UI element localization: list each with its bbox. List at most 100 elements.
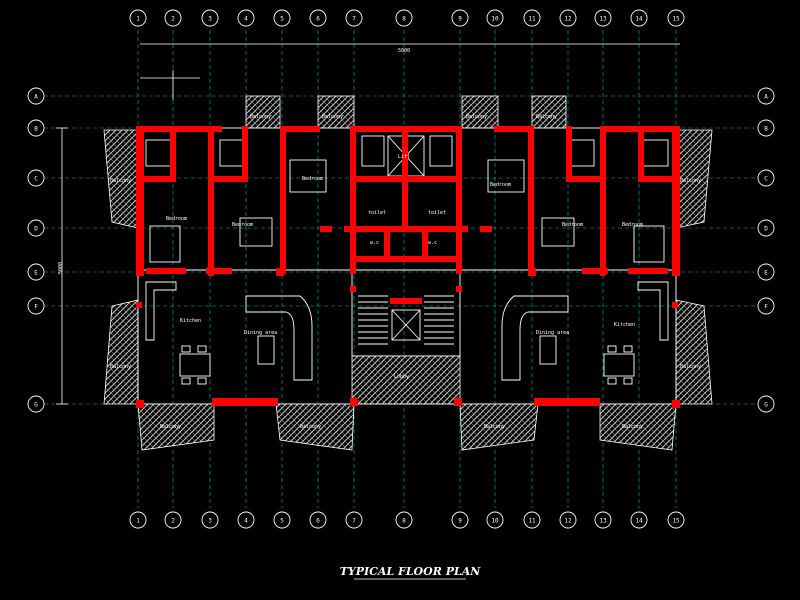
label-balcony-side-3: Balcony <box>680 178 701 184</box>
grid-bubble-col: 8 <box>395 9 413 27</box>
grid-bubble-label: G <box>34 402 38 409</box>
grid-bubble-label: F <box>764 304 768 311</box>
grid-bubble-label: 1 <box>136 16 140 23</box>
label-bedroom-center-right: Bedroom <box>490 182 511 188</box>
grid-bubble-row: B <box>757 119 775 137</box>
label-bedroom-right: Bedroom <box>562 222 583 228</box>
label-balcony-bottom-4: Balcony <box>622 424 643 430</box>
grid-bubble-row: C <box>27 169 45 187</box>
bed-left-2 <box>239 217 273 247</box>
label-balcony-bottom-2: Balcony <box>300 424 321 430</box>
grid-bubble-col: 15 <box>667 511 685 529</box>
grid-bubble-label: 13 <box>599 16 607 23</box>
grid-bubble-col: 4 <box>237 511 255 529</box>
grid-bubble-row: E <box>757 263 775 281</box>
grid-bubble-label: 13 <box>599 518 607 525</box>
balconies <box>103 95 713 451</box>
red-walls <box>136 126 680 408</box>
grid-bubble-label: 9 <box>458 16 462 23</box>
grid-bubble-col: 1 <box>129 9 147 27</box>
sofa-left <box>245 295 313 381</box>
grid-bubble-col: 9 <box>451 9 469 27</box>
grid-bubble-label: 4 <box>244 518 248 525</box>
stair-right <box>424 295 454 345</box>
grid-bubble-row: F <box>27 297 45 315</box>
label-balcony-top-3: Balcony <box>466 114 487 120</box>
bed-left-1 <box>149 225 181 263</box>
grid-bubble-row: A <box>27 87 45 105</box>
grid-bubble-label: 3 <box>208 518 212 525</box>
sofa-right <box>501 295 569 381</box>
grid-bubble-label: 2 <box>171 16 175 23</box>
grid-bubble-col: 5 <box>273 9 291 27</box>
lobby-hatch <box>351 355 461 405</box>
grid-bubble-col: 11 <box>523 511 541 529</box>
balcony-top-4 <box>531 95 567 129</box>
bed-center-right <box>487 159 525 193</box>
grid-bubble-label: F <box>34 304 38 311</box>
label-lift: Lift <box>398 154 410 160</box>
label-bedroom-left-2: Bedroom <box>232 222 253 228</box>
stair-left <box>358 295 388 345</box>
grid-bubble-label: B <box>764 126 768 133</box>
dining-table-left <box>179 353 211 377</box>
grid-bubble-row: D <box>757 219 775 237</box>
bed-right-1 <box>541 217 575 247</box>
balcony-top-1 <box>245 95 281 129</box>
label-balcony-bottom-1: Balcony <box>160 424 181 430</box>
grid-bubble-label: E <box>764 270 768 277</box>
grid-bubble-label: 11 <box>528 16 536 23</box>
grid-bubble-label: G <box>764 402 768 409</box>
label-bedroom-right-2: Bedroom <box>622 222 643 228</box>
label-wc-right: w.c <box>428 240 437 246</box>
label-balcony-side-4: Balcony <box>680 364 701 370</box>
grid-bubble-label: 4 <box>244 16 248 23</box>
grid-bubble-col: 7 <box>345 511 363 529</box>
grid-bubble-label: 15 <box>672 518 680 525</box>
grid-bubble-label: 10 <box>491 518 499 525</box>
grid-bubble-label: 15 <box>672 16 680 23</box>
grid-bubble-label: D <box>34 226 38 233</box>
dimension-lines <box>56 43 680 405</box>
label-balcony-side-1: Balcony <box>110 178 131 184</box>
grid-bubble-label: 10 <box>491 16 499 23</box>
grid-bubble-label: 12 <box>564 16 572 23</box>
grid-bubble-col: 2 <box>164 511 182 529</box>
grid-bubble-row: E <box>27 263 45 281</box>
grid-bubble-col: 2 <box>164 9 182 27</box>
grid-bubble-label: 6 <box>316 16 320 23</box>
grid-bubble-label: 9 <box>458 518 462 525</box>
grid-bubble-col: 9 <box>451 511 469 529</box>
grid-bubble-label: 11 <box>528 518 536 525</box>
label-balcony-top-1: Balcony <box>250 114 271 120</box>
grid-bubble-label: E <box>34 270 38 277</box>
grid-bubble-col: 10 <box>486 511 504 529</box>
label-dining-right: Dining area <box>536 330 569 336</box>
grid-bubble-label: 1 <box>136 518 140 525</box>
label-kitchen-left: Kitchen <box>180 318 201 324</box>
label-bedroom-left: Bedroom <box>166 216 187 222</box>
bed-center-left <box>289 159 327 193</box>
grid-bubble-col: 14 <box>630 9 648 27</box>
grid-bubble-label: A <box>34 94 38 101</box>
grid-bubble-label: 2 <box>171 518 175 525</box>
label-toilet-right: toilet <box>428 210 446 216</box>
room-labels: Bedroom Bedroom Bedroom Bedroom Bedroom … <box>110 114 701 430</box>
grid-bubble-row: G <box>27 395 45 413</box>
grid-bubble-label: 7 <box>352 16 356 23</box>
bed-right-2 <box>633 225 665 263</box>
label-kitchen-right: Kitchen <box>614 322 635 328</box>
grid-bubble-col: 4 <box>237 9 255 27</box>
label-bedroom-center-left: Bedroom <box>302 176 323 182</box>
dining-table-right <box>603 353 635 377</box>
grid-bubble-col: 7 <box>345 9 363 27</box>
grid-bubble-col: 6 <box>309 9 327 27</box>
label-dining-left: Dining area <box>244 330 277 336</box>
grid-bubble-col: 3 <box>201 9 219 27</box>
label-toilet-left: toilet <box>368 210 386 216</box>
grid-bubble-row: D <box>27 219 45 237</box>
grid-bubble-col: 11 <box>523 9 541 27</box>
grid-bubble-col: 5 <box>273 511 291 529</box>
balcony-top-2 <box>317 95 355 129</box>
